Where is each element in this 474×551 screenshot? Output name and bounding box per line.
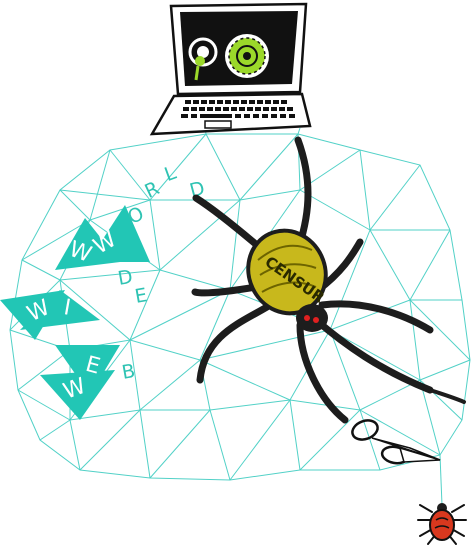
spider-icon: CENSUR [191,136,466,424]
letter-world-l: L [162,162,180,186]
word-flags: W W W I W E [0,205,150,420]
laptop-icon [149,2,312,136]
letter-wide-e: E [133,284,149,308]
laptop-keyboard [181,100,295,118]
letter-wide-d: D [116,266,134,290]
letter-web-b: B [120,360,137,384]
letter-web-e: E [83,352,103,380]
screen-eye-right [225,34,269,78]
letter-wide-i: I [62,295,73,321]
spider-head [296,304,328,332]
screen-eye-left [188,37,218,81]
outline-letters: O R L D D E B [116,162,207,384]
small-spider-icon [417,503,467,545]
scissors-icon [351,419,441,465]
laptop-trackpad [204,120,232,129]
letter-world-d: D [187,177,207,202]
